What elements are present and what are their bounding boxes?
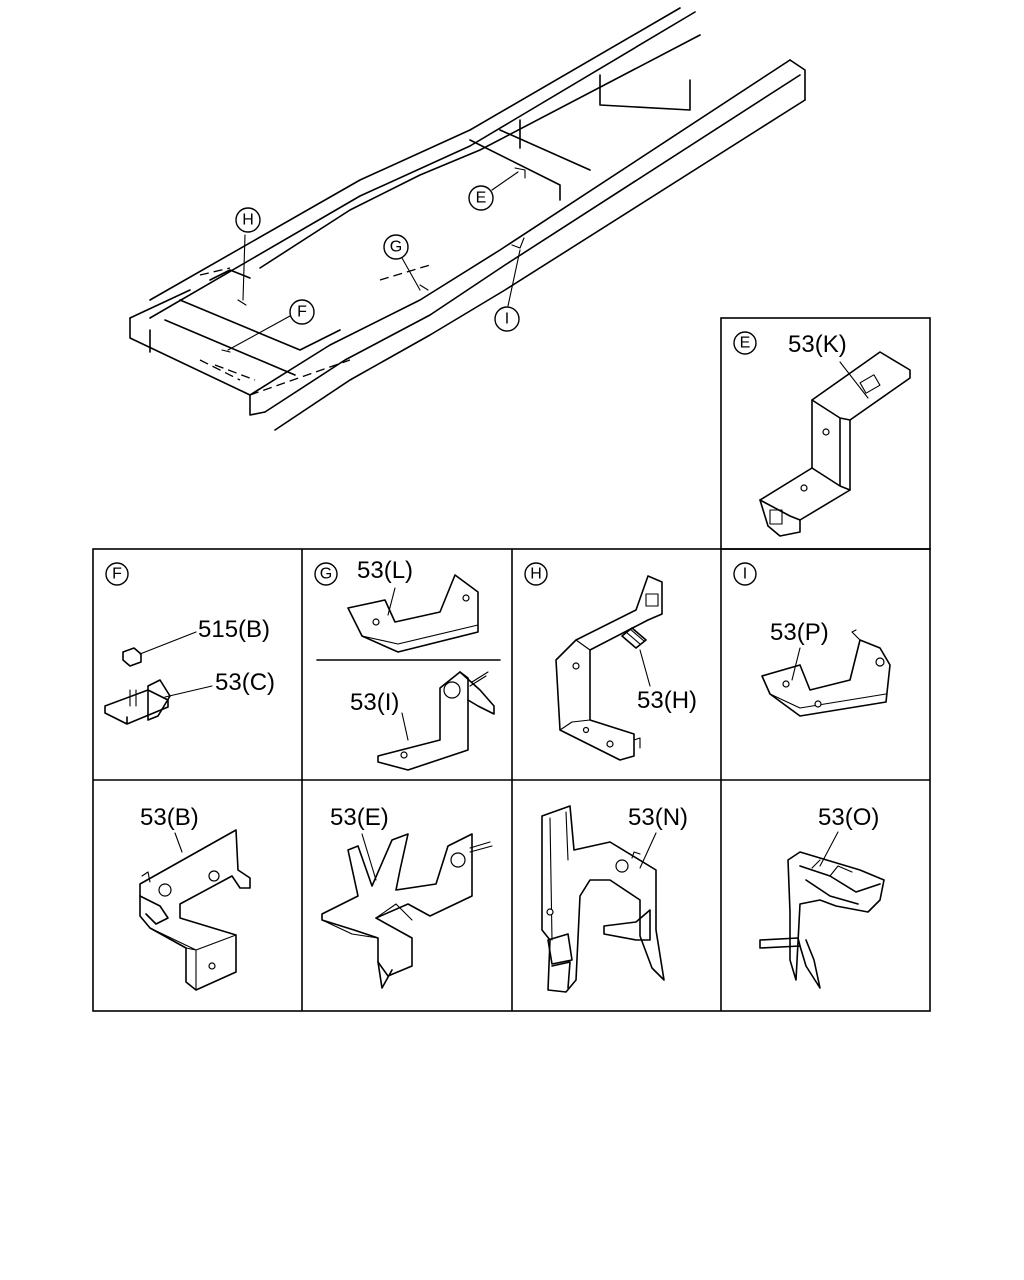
panel-53n: 53(N) bbox=[541, 804, 688, 993]
panel-g: G 53(L) 53(I) bbox=[314, 557, 501, 771]
svg-text:I: I bbox=[505, 311, 509, 328]
panel-53e: 53(E) bbox=[321, 804, 493, 989]
panel-g-letter: G bbox=[320, 566, 332, 583]
panel-53o: 53(O) bbox=[759, 804, 885, 989]
panel-h-letter: H bbox=[530, 566, 542, 583]
panel-e: E 53(K) bbox=[733, 331, 911, 537]
part-label-53o: 53(O) bbox=[818, 804, 879, 831]
part-label-53c: 53(C) bbox=[215, 669, 275, 696]
svg-text:E: E bbox=[476, 190, 487, 207]
part-label-53i: 53(I) bbox=[350, 689, 399, 716]
part-label-53p: 53(P) bbox=[770, 619, 829, 646]
part-label-53k: 53(K) bbox=[788, 331, 847, 358]
callout-h: H bbox=[235, 207, 261, 233]
panel-h: H 53(H) bbox=[524, 562, 697, 761]
callout-f: F bbox=[289, 299, 315, 325]
panel-i: I 53(P) bbox=[733, 562, 891, 717]
part-label-53h: 53(H) bbox=[637, 687, 697, 714]
svg-text:G: G bbox=[390, 239, 402, 256]
part-label-53l: 53(L) bbox=[357, 557, 413, 584]
chassis-frame-drawing bbox=[129, 7, 806, 431]
part-label-53n: 53(N) bbox=[628, 804, 688, 831]
callout-i: I bbox=[494, 306, 520, 332]
panel-f-letter: F bbox=[112, 566, 122, 583]
callout-e: E bbox=[468, 185, 494, 211]
part-label-515b: 515(B) bbox=[198, 616, 270, 643]
part-label-53b: 53(B) bbox=[140, 804, 199, 831]
part-label-53e: 53(E) bbox=[330, 804, 389, 831]
panel-i-letter: I bbox=[743, 566, 747, 583]
panel-grid bbox=[92, 317, 931, 1012]
panel-e-letter: E bbox=[740, 335, 751, 352]
panel-f: F 515(B) 53(C) bbox=[104, 562, 275, 725]
svg-text:H: H bbox=[242, 212, 254, 229]
panel-53b: 53(B) bbox=[139, 804, 251, 991]
callout-g: G bbox=[383, 234, 409, 260]
svg-text:F: F bbox=[297, 304, 307, 321]
